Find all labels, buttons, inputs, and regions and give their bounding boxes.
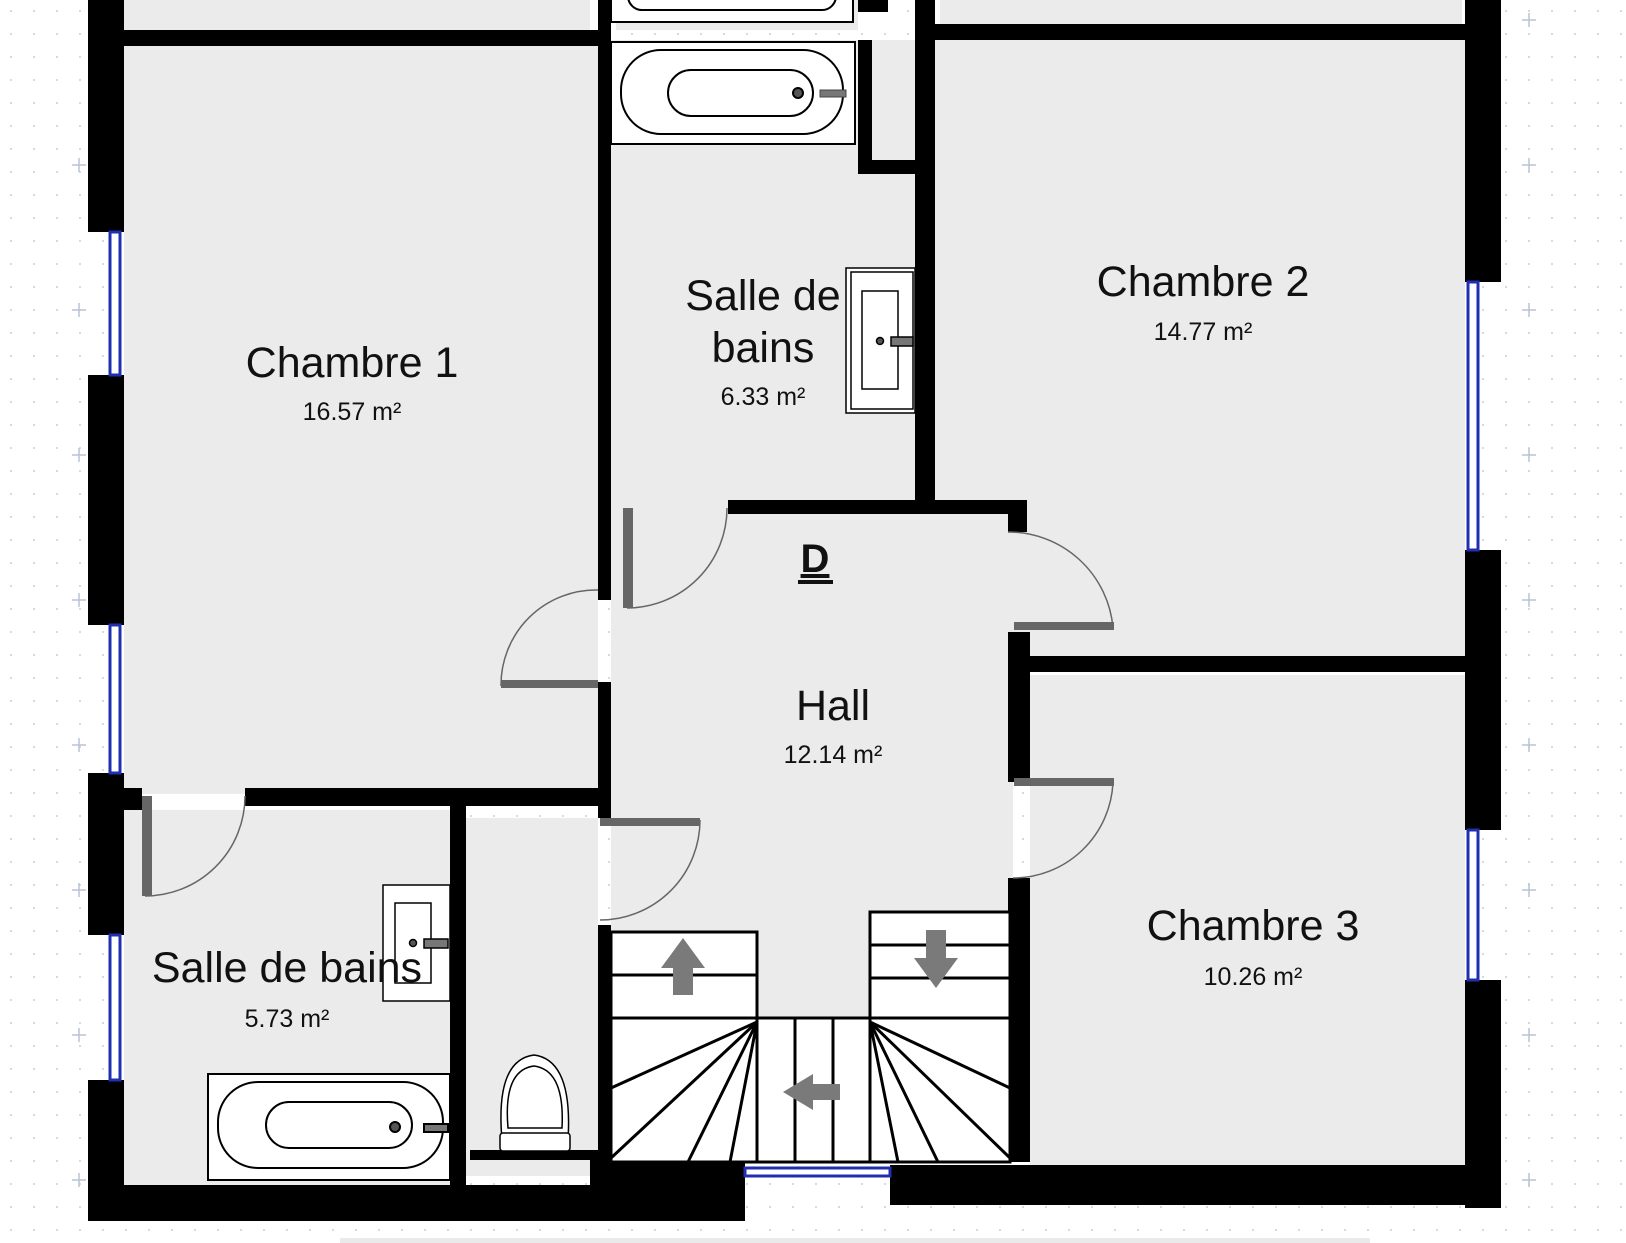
stair-marker-underline xyxy=(798,580,833,584)
windows xyxy=(108,230,1480,1178)
walls xyxy=(88,0,1501,1221)
room-area-chambre-1: 16.57 m² xyxy=(303,398,402,426)
room-name-sdb-top-line2: bains xyxy=(712,324,815,372)
stair-arrows xyxy=(661,930,958,1110)
bathtub-bottom xyxy=(207,1073,451,1181)
room-area-sdb-bottom: 5.73 m² xyxy=(245,1005,330,1033)
arrow-left-icon xyxy=(783,1074,840,1110)
sink-top xyxy=(845,267,916,414)
bathtub-top-cut xyxy=(610,0,854,23)
room-area-chambre-3: 10.26 m² xyxy=(1204,963,1303,991)
grid-plus-marks xyxy=(72,13,1536,1187)
doors xyxy=(142,507,1114,921)
room-name-chambre-3: Chambre 3 xyxy=(1147,902,1360,950)
room-labels: Chambre 1 16.57 m² Salle de bains 6.33 m… xyxy=(152,258,1359,1033)
arrow-down-icon xyxy=(914,930,958,988)
room-name-hall: Hall xyxy=(796,682,870,730)
room-name-chambre-2: Chambre 2 xyxy=(1097,258,1310,306)
room-name-chambre-1: Chambre 1 xyxy=(246,339,459,387)
stair-marker: D xyxy=(801,537,830,581)
bottom-edge-strip xyxy=(340,1238,1370,1243)
room-area-chambre-2: 14.77 m² xyxy=(1154,318,1253,346)
room-area-sdb-top: 6.33 m² xyxy=(721,383,806,411)
arrow-up-icon xyxy=(661,938,705,995)
bathtub-top xyxy=(610,41,856,145)
room-name-sdb-bottom: Salle de bains xyxy=(152,944,422,992)
sink-bottom xyxy=(382,884,451,1002)
toilet xyxy=(499,1054,571,1152)
room-name-sdb-top-line1: Salle de xyxy=(685,272,840,320)
room-area-hall: 12.14 m² xyxy=(784,741,883,769)
